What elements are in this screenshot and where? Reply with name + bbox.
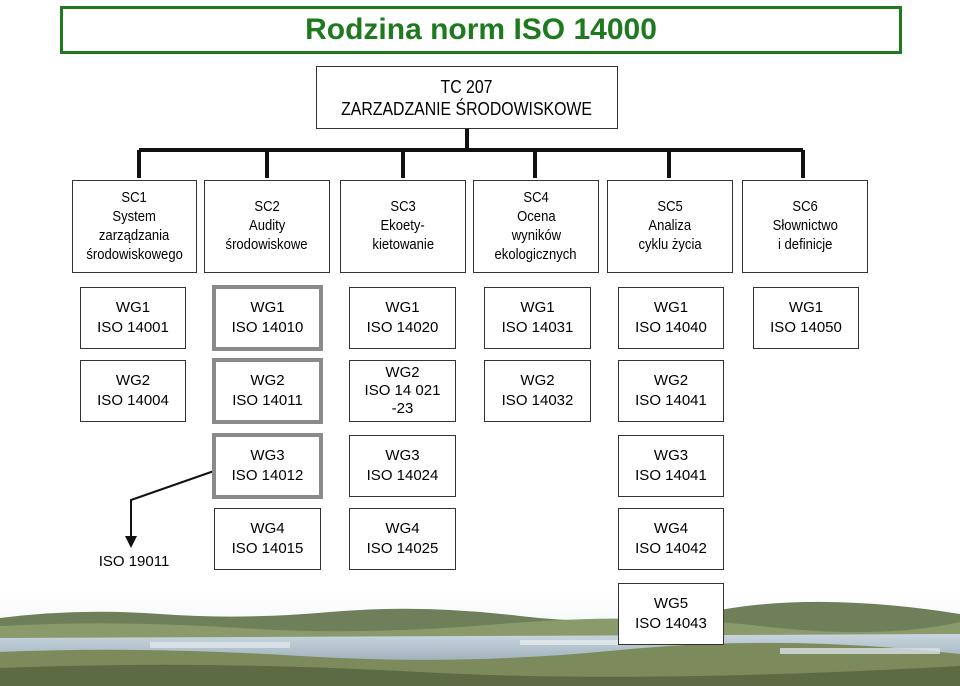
tc-code: TC 207: [441, 76, 493, 97]
wg-code: WG1: [115, 299, 151, 316]
wg-box: WG2 ISO 14041: [618, 360, 724, 422]
sc4-line: wyników: [511, 227, 561, 244]
wg-box: WG1 ISO 14031: [484, 287, 591, 349]
sc3-line: kietowanie: [372, 237, 434, 253]
iso-19011-label: ISO 19011: [98, 553, 170, 570]
sc6-line: SC6: [792, 199, 818, 215]
wg-box: WG1 ISO 14001: [80, 287, 186, 349]
wg-box: WG3 ISO 14041: [618, 435, 724, 497]
wg-box: WG4 ISO 14015: [214, 508, 321, 570]
sc3-box: SC3 Ekoety- kietowanie: [340, 180, 466, 273]
title-banner: Rodzina norm ISO 14000: [60, 6, 902, 54]
wg-standard: ISO 14043: [635, 615, 707, 632]
sc5-line: Analiza: [648, 218, 692, 234]
sc1-box: SC1 System zarządzania środowiskowego: [72, 180, 197, 273]
wg-standard: ISO 14012: [231, 467, 304, 484]
sc4-line: SC4: [523, 189, 549, 206]
sc3-line: SC3: [390, 199, 416, 215]
sc1-line: SC1: [121, 189, 148, 206]
wg-code: WG4: [653, 520, 689, 537]
wg-standard: ISO 14020: [366, 319, 439, 336]
wg-box: WG4 ISO 14025: [349, 508, 456, 570]
sc2-box: SC2 Audity środowiskowe: [204, 180, 330, 273]
wg-standard: ISO 14042: [635, 540, 707, 557]
wg-box: WG5 ISO 14043: [618, 583, 724, 645]
wg-box-highlighted: WG1 ISO 14010: [212, 285, 323, 351]
wg-code: WG3: [385, 447, 420, 464]
wg-code: WG2: [115, 372, 151, 389]
wg-standard: ISO 14040: [635, 319, 707, 336]
wg-box: WG2 ISO 14 021 -23: [349, 360, 456, 422]
wg-code: WG2: [250, 372, 285, 389]
sc4-line: ekologicznych: [495, 246, 577, 263]
sc6-line: Słownictwo: [772, 218, 838, 234]
sc6-box: SC6 Słownictwo i definicje: [742, 180, 868, 273]
sc2-line: SC2: [254, 199, 280, 215]
wg-code: WG1: [385, 299, 420, 316]
sc5-box: SC5 Analiza cyklu życia: [607, 180, 733, 273]
wg-standard: ISO 14050: [770, 319, 842, 336]
wg-code: WG2: [653, 372, 689, 389]
wg-standard: ISO 14001: [97, 319, 169, 336]
sc4-line: Ocena: [516, 208, 556, 225]
sc2-line: Audity: [248, 218, 286, 234]
wg-box: WG2 ISO 14004: [80, 360, 186, 422]
wg-code: WG3: [653, 447, 689, 464]
wg-standard: ISO 14 021: [364, 382, 441, 399]
wg-standard: ISO 14015: [231, 540, 304, 557]
wg-box: WG1 ISO 14050: [753, 287, 859, 349]
wg-code: WG1: [788, 299, 824, 316]
wg-box: WG1 ISO 14040: [618, 287, 724, 349]
sc3-line: Ekoety-: [380, 218, 426, 234]
wg-box: WG2 ISO 14032: [484, 360, 591, 422]
wg-standard: ISO 14041: [635, 392, 707, 409]
wg-code: WG1: [653, 299, 689, 316]
sc5-line: SC5: [657, 199, 683, 215]
sc1-line: System: [112, 208, 157, 225]
page-title: Rodzina norm ISO 14000: [305, 13, 657, 46]
wg-box: WG3 ISO 14024: [349, 435, 456, 497]
wg-standard: ISO 14032: [501, 392, 574, 409]
sc5-line: cyklu życia: [638, 237, 702, 253]
wg-standard: ISO 14010: [231, 319, 304, 336]
sc2-line: środowiskowe: [226, 237, 308, 253]
wg-standard: ISO 14031: [501, 319, 574, 336]
wg-code: WG3: [250, 447, 285, 464]
wg-standard: ISO 14041: [635, 467, 707, 484]
wg-code: WG1: [250, 299, 285, 316]
wg-code: WG4: [385, 520, 420, 537]
wg-standard: ISO 14011: [232, 392, 303, 409]
wg-box: WG4 ISO 14042: [618, 508, 724, 570]
wg-box-highlighted: WG2 ISO 14011: [212, 358, 323, 424]
wg-code: WG4: [250, 520, 285, 537]
wg-code: WG2: [385, 364, 420, 381]
tc207-box: TC 207 ZARZADZANIE ŚRODOWISKOWE: [316, 66, 618, 129]
sc1-line: zarządzania: [99, 227, 170, 244]
wg-code: WG5: [653, 595, 689, 612]
wg-code: WG2: [520, 372, 555, 389]
tc-name: ZARZADZANIE ŚRODOWISKOWE: [341, 98, 593, 119]
sc4-box: SC4 Ocena wyników ekologicznych: [473, 180, 599, 273]
sc1-line: środowiskowego: [86, 246, 183, 263]
wg-standard: ISO 14004: [97, 392, 169, 409]
wg-code: WG1: [520, 299, 555, 316]
wg-standard: ISO 14025: [366, 540, 439, 557]
sc6-line: i definicje: [777, 237, 833, 253]
wg-box-highlighted: WG3 ISO 14012: [212, 433, 323, 499]
wg-standard: ISO 14024: [366, 467, 439, 484]
wg-box: WG1 ISO 14020: [349, 287, 456, 349]
wg-standard-suffix: -23: [391, 400, 414, 417]
